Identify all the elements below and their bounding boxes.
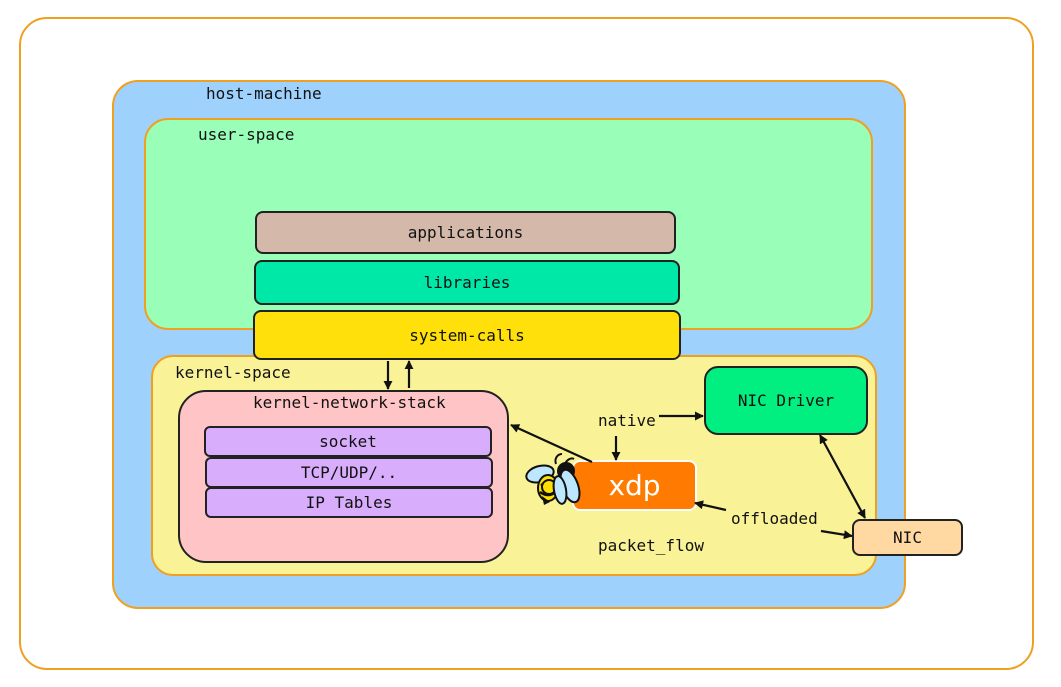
system-calls-box: system-calls	[253, 310, 681, 360]
user-space-label: user-space	[198, 125, 295, 144]
driver-nic-arrow	[819, 434, 866, 519]
offloaded-to-nic-arrow	[820, 529, 853, 540]
xdp-to-stack-arrow	[510, 423, 593, 464]
socket-layer: socket	[204, 426, 492, 457]
ip-tables-layer: IP Tables	[205, 487, 493, 518]
nic-box: NIC	[852, 519, 963, 556]
xdp-box: xdp	[572, 460, 697, 511]
kernel-space-label: kernel-space	[175, 363, 291, 382]
native-label: native	[598, 411, 656, 430]
kernel-network-stack-label: kernel-network-stack	[253, 393, 446, 412]
bee-icon	[525, 453, 581, 505]
applications-box: applications	[255, 211, 676, 254]
nic-driver-box: NIC Driver	[704, 366, 868, 435]
offloaded-label: offloaded	[731, 509, 818, 528]
offloaded-to-xdp-arrow	[694, 500, 727, 512]
packet-flow-label: packet_flow	[598, 536, 704, 555]
libraries-box: libraries	[254, 260, 680, 305]
host-machine-label: host-machine	[206, 84, 322, 103]
